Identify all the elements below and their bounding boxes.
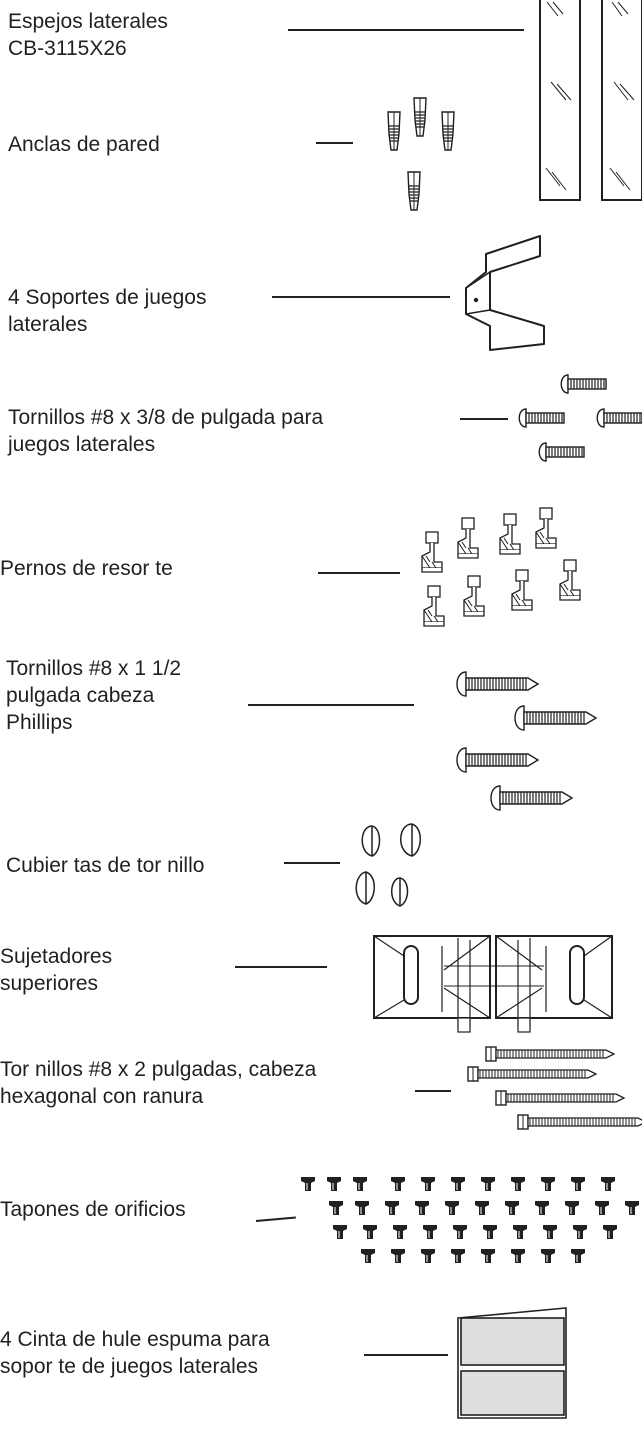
hole-plugs-illustration (300, 1176, 640, 1264)
short-screws-illustration (518, 374, 642, 462)
spring-pins-illustration (421, 507, 581, 627)
leader-line-screw-covers (284, 862, 340, 864)
leader-line-wall-anchors (316, 142, 353, 144)
label-hex-screws: Tor nillos #8 x 2 pulgadas, cabeza hexag… (0, 1058, 317, 1108)
label-hole-plugs: Tapones de orificios (0, 1198, 186, 1221)
top-clamps-illustration (373, 935, 613, 1033)
hex-screws-illustration (467, 1046, 642, 1130)
foam-tape-illustration (457, 1307, 567, 1419)
leader-line-side-brackets (272, 296, 450, 298)
leader-line-foam-tape (364, 1354, 448, 1356)
side-mirrors-illustration (539, 0, 642, 201)
label-screws-3-8: Tornillos #8 x 3/8 de pulgada para juego… (8, 406, 324, 456)
label-spring-pins: Pernos de resor te (0, 557, 173, 580)
leader-line-spring-pins (318, 572, 400, 574)
label-foam-tape: 4 Cinta de hule espuma para sopor te de … (0, 1328, 270, 1378)
label-side-mirrors: Espejos laterales CB-3115X26 (8, 10, 168, 60)
side-bracket-illustration (465, 235, 545, 351)
leader-line-side-mirrors (288, 29, 524, 31)
label-side-brackets: 4 Soportes de juegos laterales (8, 286, 207, 336)
phillips-screws-illustration (456, 671, 597, 811)
leader-line-screws-3-8 (460, 418, 508, 420)
wall-anchors-illustration (387, 97, 455, 211)
label-phillips-screws: Tornillos #8 x 1 1/2 pulgada cabeza Phil… (6, 657, 182, 734)
label-screw-covers: Cubier tas de tor nillo (6, 854, 205, 877)
screw-covers-illustration (355, 823, 421, 907)
label-top-clamps: Sujetadores superiores (0, 945, 113, 995)
leader-line-hex-screws (415, 1090, 451, 1092)
leader-line-phillips-screws (248, 704, 414, 706)
label-wall-anchors: Anclas de pared (8, 133, 160, 156)
leader-line-top-clamps (235, 966, 327, 968)
